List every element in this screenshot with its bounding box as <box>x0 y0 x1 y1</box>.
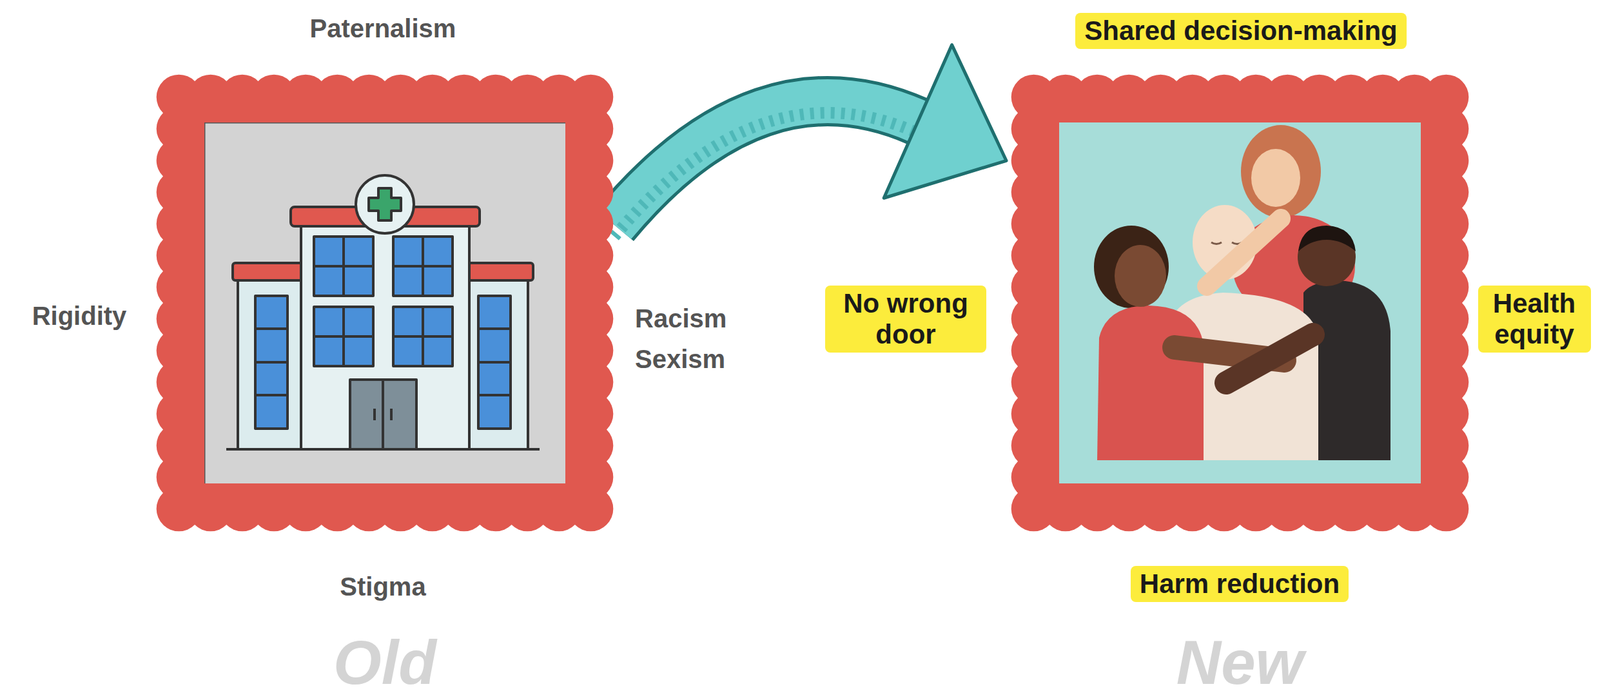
stamp-heading: New <box>1010 631 1470 694</box>
tag-text: Harm reduction <box>1139 568 1340 600</box>
hospital-icon-part <box>393 335 453 338</box>
tag-text: No wrong door <box>834 288 978 351</box>
curved-arrow <box>614 45 1007 237</box>
hospital-icon-part <box>390 408 393 421</box>
people-hug-illustration-part-part <box>1251 148 1301 207</box>
hospital-icon-part <box>393 264 453 268</box>
hospital-icon-part <box>301 217 470 450</box>
people-hug-illustration-part-part <box>1206 218 1281 287</box>
tag-text: Shared decision-making <box>1084 15 1397 47</box>
postage-stamp-frame: Old <box>155 73 615 533</box>
attribute-label: Racism <box>634 303 727 334</box>
hospital-icon-part <box>478 393 511 397</box>
tag-text: Health equity <box>1487 288 1582 351</box>
hospital-icon-part <box>226 448 540 451</box>
highlight-tag: Shared decision-making <box>1075 12 1406 49</box>
hospital-icon <box>226 175 540 450</box>
hospital-icon-part <box>232 263 307 281</box>
postage-stamp-frame: New <box>1010 73 1470 533</box>
hospital-icon-part <box>313 335 374 338</box>
hospital-icon-part <box>478 295 511 429</box>
hospital-icon-part <box>355 175 414 234</box>
stamp-outline <box>1010 73 1470 533</box>
hospital-icon-part <box>350 379 417 450</box>
attribute-label: Rigidity <box>32 301 127 331</box>
hospital-icon-part <box>381 379 385 450</box>
highlight-tag: No wrong door <box>825 285 987 354</box>
old-stamp-ground <box>204 122 567 485</box>
hospital-icon-part <box>313 236 374 296</box>
hospital-icon-part <box>368 188 401 221</box>
attribute-label: Stigma <box>339 571 426 602</box>
people-hug-illustration <box>1093 125 1391 461</box>
highlight-tag: Health equity <box>1478 285 1591 354</box>
stamp-border <box>1011 74 1470 532</box>
new-stamp-ground <box>1059 122 1422 485</box>
stamp-outline <box>155 73 615 533</box>
hospital-icon-part <box>255 393 288 397</box>
hospital-icon-part <box>237 267 305 450</box>
hospital-icon-part <box>393 236 453 296</box>
people-hug-illustration-part-part <box>1298 225 1356 252</box>
stamp-border <box>156 74 614 532</box>
hospital-icon-part <box>393 306 453 367</box>
people-hug-illustration-part-part <box>1211 242 1243 245</box>
attribute-label: Sexism <box>634 344 726 374</box>
hospital-icon-part <box>313 264 374 268</box>
hospital-icon-part <box>461 267 528 450</box>
arrow-shading <box>614 112 918 237</box>
people-hug-illustration-part-part <box>1114 244 1167 307</box>
people-hug-illustration-part-part <box>1093 225 1169 309</box>
hospital-icon-part <box>313 306 374 367</box>
arrow-head <box>883 45 1007 199</box>
hospital-icon-part <box>373 408 376 421</box>
stamp-heading: Old <box>155 631 615 694</box>
hospital-icon-part <box>459 263 534 281</box>
hospital-icon-part <box>478 360 511 364</box>
hospital-icon-part <box>478 327 511 331</box>
highlight-tag: Harm reduction <box>1130 565 1349 603</box>
people-hug-illustration-part-part <box>1240 125 1321 218</box>
hospital-icon-part <box>255 295 288 429</box>
people-hug-illustration-part <box>1093 125 1391 461</box>
hospital-icon-part <box>255 360 288 364</box>
attribute-label: Paternalism <box>310 13 457 44</box>
hospital-icon-part <box>255 327 288 331</box>
people-hug-illustration-part-part <box>1226 334 1314 383</box>
people-hug-illustration-part-part <box>1097 305 1204 461</box>
